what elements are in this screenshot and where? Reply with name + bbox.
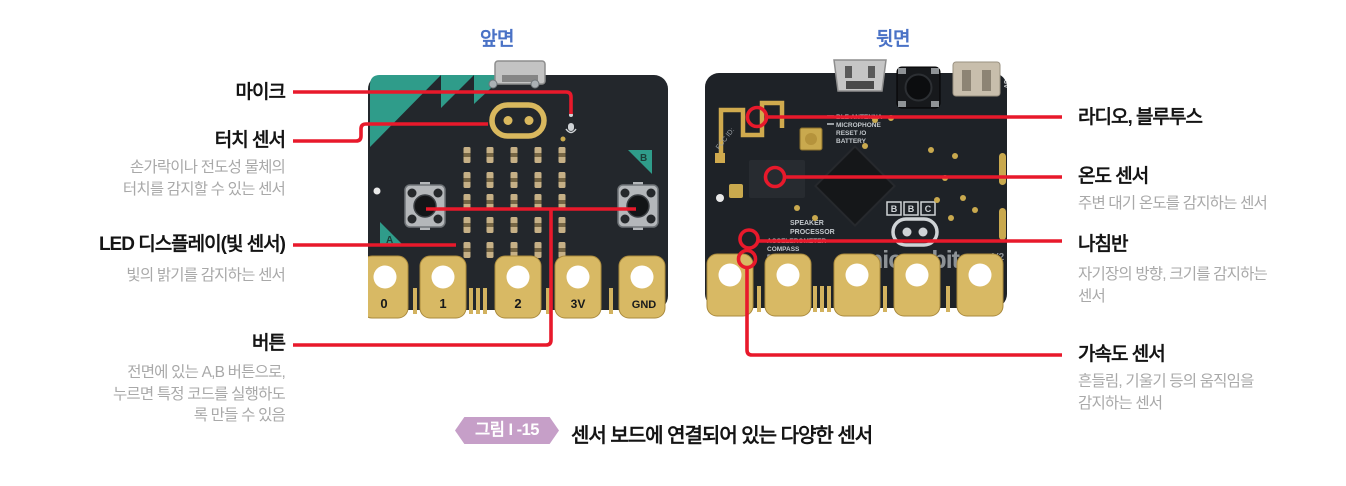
desc-line: 록 만들 수 있음 (193, 407, 286, 424)
label-touch-sensor-title: 터치 센서 (214, 130, 286, 151)
label-touch-sensor-desc: 손가락이나 전도성 물체의 터치를 감지할 수 있는 센서 (25, 157, 286, 200)
svg-text:B: B (908, 204, 915, 214)
pin-label-gnd: GND (632, 299, 657, 311)
button-b (617, 182, 659, 230)
silkscreen-compass: COMPASS (767, 246, 800, 253)
desc-line: 빛의 밝기를 감지하는 센서 (126, 267, 285, 284)
label-compass-title: 나침반 (1078, 234, 1128, 255)
desc-line: 감지하는 센서 (1078, 394, 1163, 412)
svg-text:B: B (891, 204, 898, 214)
figure-number-badge: 그림 I -15 (455, 417, 559, 444)
processor-chip (749, 160, 805, 198)
usb-connector-back (833, 59, 887, 92)
desc-line: 자기장의 방향, 크기를 감지하는 (1078, 266, 1268, 283)
button-a (404, 182, 446, 230)
speaker (813, 144, 897, 228)
bbc-logo: B B C (886, 201, 936, 216)
label-accelerometer-desc: 흔들림, 기울기 등의 움직임을 감지하는 센서 (1078, 371, 1328, 414)
pin-label-3v: 3V (571, 297, 586, 311)
label-buttons-desc: 전면에 있는 A,B 버튼으로, 누르면 특정 코드를 실행하도 록 만들 수 … (25, 362, 286, 427)
desc-line: 주변 대기 온도를 감지하는 센서 (1078, 195, 1268, 212)
microbit-front-board: A B 0 1 2 3V GND (368, 60, 668, 319)
svg-text:C: C (925, 204, 932, 214)
label-led-display-desc: 빛의 밝기를 감지하는 센서 (25, 265, 285, 287)
label-accelerometer-title: 가속도 센서 (1078, 344, 1166, 365)
label-temperature-sensor-title: 온도 센서 (1078, 166, 1149, 187)
label-temperature-sensor-desc: 주변 대기 온도를 감지하는 센서 (1078, 193, 1328, 215)
edge-connector-back (706, 253, 1004, 317)
silkscreen-speaker: SPEAKER (790, 220, 824, 227)
desc-line: 흔들림, 기울기 등의 움직임을 (1078, 373, 1254, 390)
pin-label-1: 1 (439, 296, 446, 311)
silkscreen-accelerometer: ACCELEROMETER (767, 238, 827, 245)
label-led-display: LED 디스플레이(빛 센서) (25, 234, 286, 256)
battery-3v-text: 3V (1002, 80, 1007, 89)
label-microphone-title: 마이크 (235, 82, 286, 103)
desc-line: 전면에 있는 A,B 버튼으로, (127, 364, 286, 381)
label-touch-sensor: 터치 센서 (25, 130, 286, 152)
silkscreen-processor: PROCESSOR (790, 229, 835, 236)
mount-hole (716, 194, 724, 202)
desc-line: 손가락이나 전도성 물체의 (129, 159, 286, 176)
marker-b-triangle: B (628, 150, 652, 174)
label-compass: 나침반 (1078, 234, 1328, 256)
reset-button (896, 66, 941, 109)
svg-text:B: B (640, 153, 647, 164)
rf-chip-center (805, 133, 817, 145)
silkscreen-reset: RESET /O (836, 130, 866, 137)
accelerometer-chip (729, 184, 743, 198)
silkscreen-microphone: MICROPHONE (836, 122, 881, 129)
label-radio-bluetooth-title: 라디오, 블루투스 (1078, 107, 1203, 128)
microphone-hole (560, 113, 577, 142)
usb-connector-front (494, 60, 546, 85)
pin-label-0: 0 (380, 296, 387, 311)
back-side-heading: 뒷면 (876, 29, 910, 50)
microbit-oval-logo (891, 217, 939, 247)
label-compass-desc: 자기장의 방향, 크기를 감지하는 센서 (1078, 264, 1328, 307)
figure-caption-text: 센서 보드에 연결되어 있는 다양한 센서 (571, 425, 873, 447)
label-accelerometer: 가속도 센서 (1078, 344, 1328, 366)
screw-hole (488, 79, 498, 89)
label-microphone: 마이크 (25, 82, 286, 104)
pin-label-2: 2 (514, 296, 521, 311)
desc-line: 터치를 감지할 수 있는 센서 (122, 180, 286, 198)
silkscreen-battery: BATTERY (836, 138, 867, 145)
microbit-back-board: FCC ID: 3V BLE ANTENNA MICROPHONE RESET … (705, 59, 1007, 317)
label-buttons-title: 버튼 (252, 333, 286, 354)
label-temperature-sensor: 온도 센서 (1078, 166, 1328, 188)
label-led-display-title: LED 디스플레이(빛 센서) (98, 234, 286, 255)
desc-line: 누르면 특정 코드를 실행하도 (112, 385, 286, 403)
front-side-heading: 앞면 (480, 29, 514, 50)
mount-hole (373, 187, 381, 195)
screw-hole (530, 79, 540, 89)
silkscreen-mid-text: SPEAKER PROCESSOR (790, 220, 835, 236)
svg-text:A: A (386, 235, 393, 246)
label-buttons: 버튼 (25, 333, 286, 355)
battery-connector (952, 61, 1001, 97)
desc-line: 센서 (1078, 287, 1106, 305)
label-radio-bluetooth: 라디오, 블루투스 (1078, 107, 1328, 129)
